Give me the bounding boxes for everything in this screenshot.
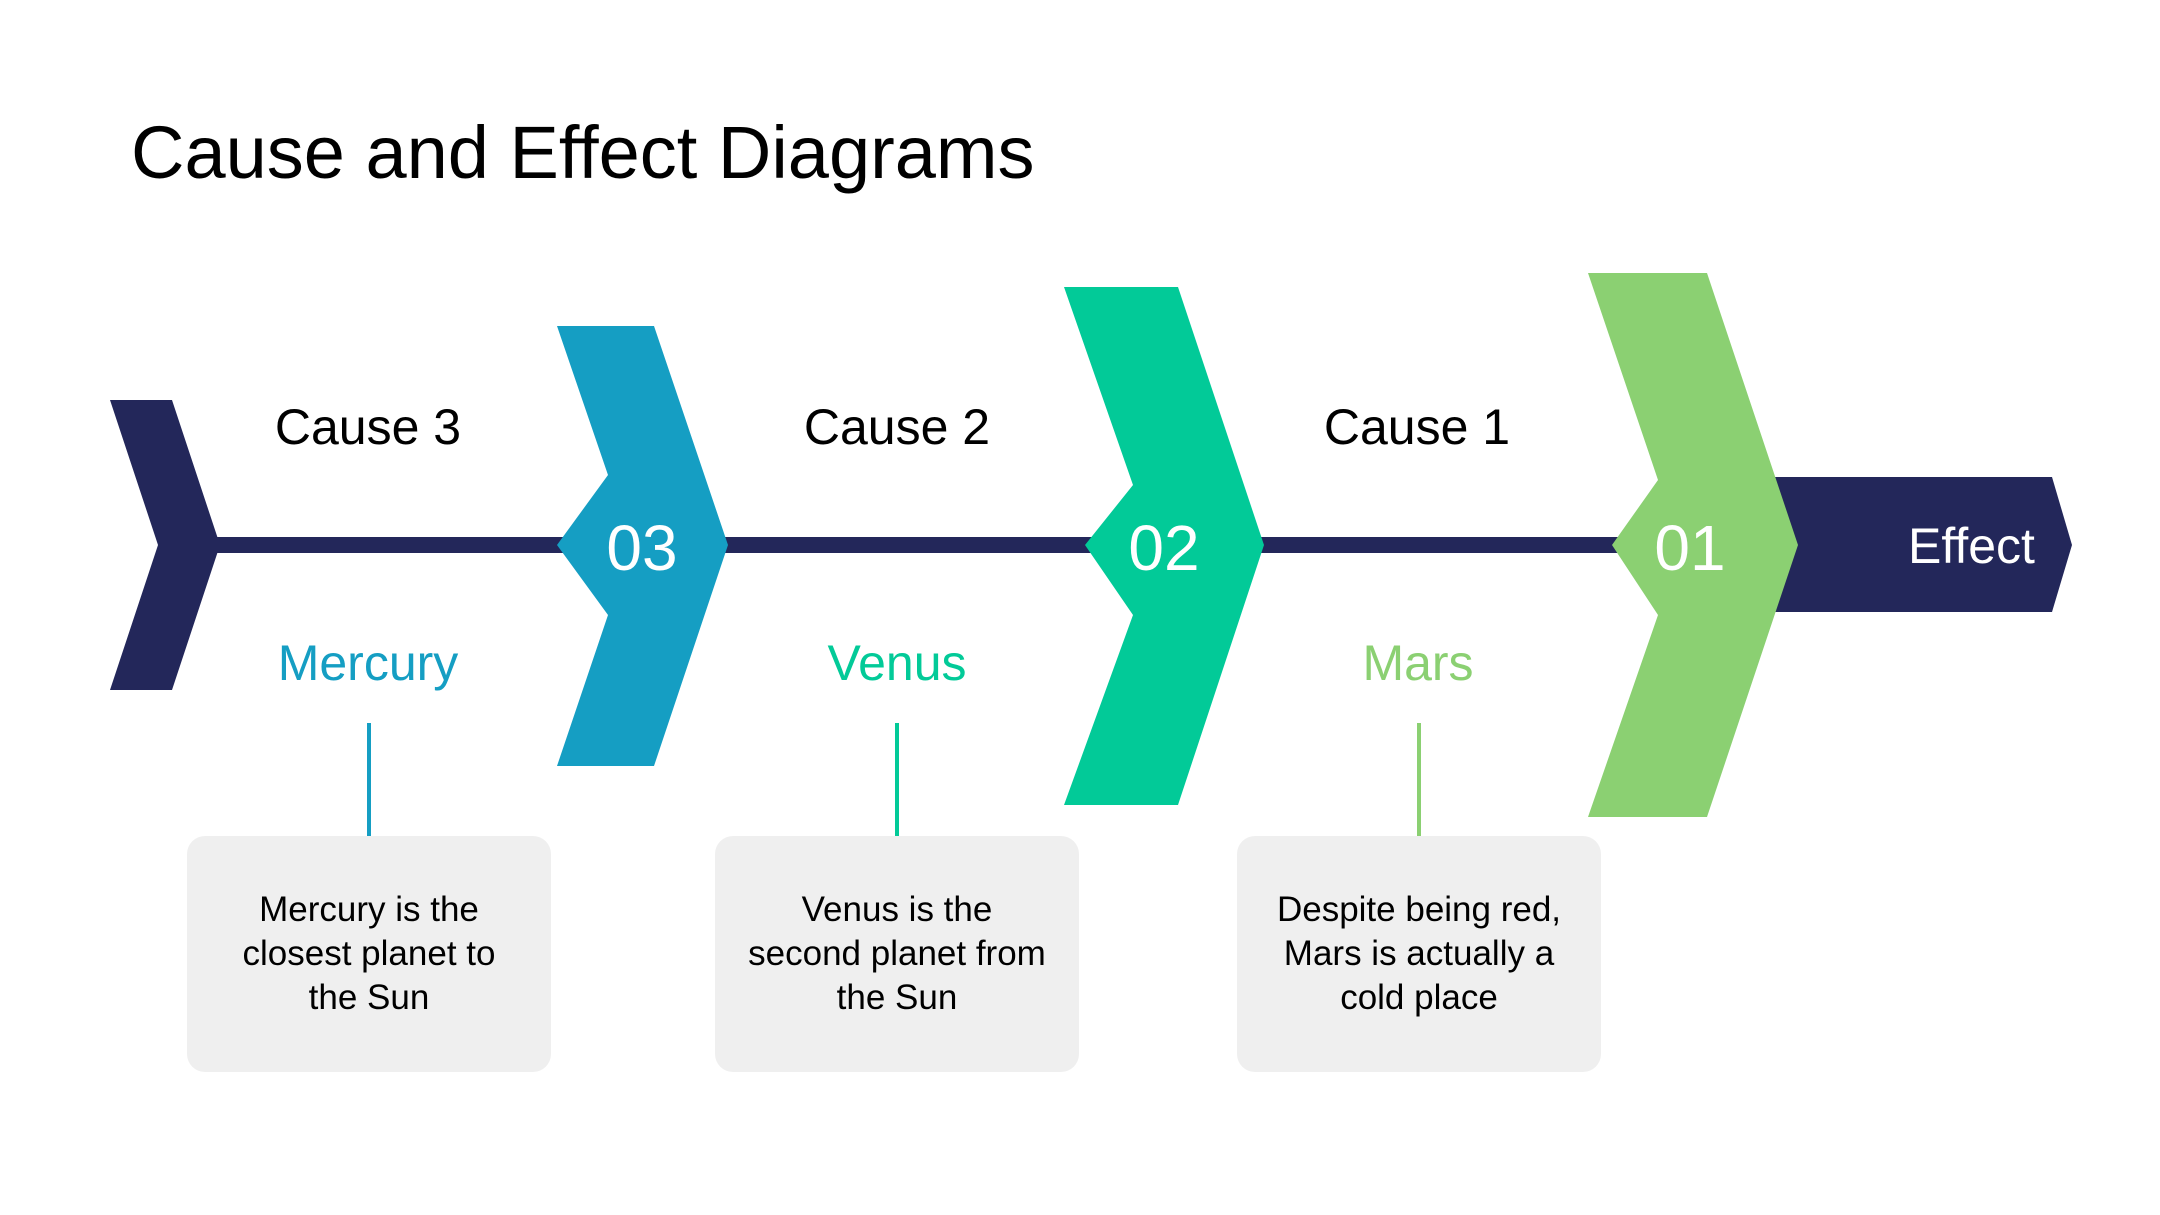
cause-2-stem — [895, 723, 899, 836]
effect-arrow — [1770, 477, 2072, 612]
cause-3-description-box: Mercury is the closest planet to the Sun — [187, 836, 551, 1072]
cause-1-description: Despite being red, Mars is actually a co… — [1276, 890, 1562, 1017]
cause-3-stem — [367, 723, 371, 836]
page-title: Cause and Effect Diagrams — [131, 111, 1035, 194]
cause-3-number: 03 — [606, 512, 678, 584]
cause-1-number: 01 — [1654, 512, 1726, 584]
cause-1-title: Cause 1 — [1323, 399, 1511, 455]
cause-2-chevron — [1064, 287, 1264, 805]
cause-1-chevron — [1588, 273, 1798, 817]
cause-2-title: Cause 2 — [803, 399, 991, 455]
cause-3-planet: Mercury — [277, 635, 459, 691]
cause-2-number: 02 — [1128, 512, 1200, 584]
spine-line — [210, 537, 1670, 553]
cause-3-title: Cause 3 — [274, 399, 462, 455]
cause-3-description: Mercury is the closest planet to the Sun — [242, 890, 496, 1017]
cause-2-description: Venus is the second planet from the Sun — [748, 890, 1046, 1017]
tail-chevron — [110, 400, 220, 690]
cause-3-chevron — [557, 326, 728, 766]
cause-1-stem — [1417, 723, 1421, 836]
cause-1-planet: Mars — [1362, 635, 1474, 691]
cause-2-description-box: Venus is the second planet from the Sun — [715, 836, 1079, 1072]
cause-2-planet: Venus — [827, 635, 967, 691]
effect-label: Effect — [1908, 518, 2035, 574]
cause-1-description-box: Despite being red, Mars is actually a co… — [1237, 836, 1601, 1072]
